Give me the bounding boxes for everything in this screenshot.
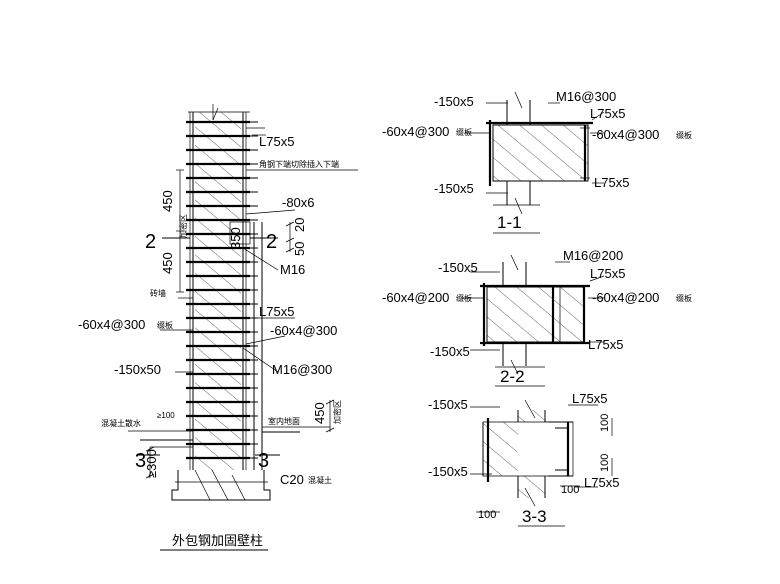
s1-batten-right: -60x4@300 [592, 127, 659, 142]
s2-bolt: M16@200 [563, 248, 623, 263]
label-bolt-m16: M16 [280, 262, 305, 277]
label-dim-350: 350 [228, 227, 243, 249]
s2-batten-right: -60x4@200 [592, 290, 659, 305]
label-dim-450-a: 450 [160, 190, 175, 212]
s3-dim-100-d: 100 [478, 509, 496, 521]
label-dim-450-b: 450 [160, 252, 175, 274]
foundation-outline [171, 470, 271, 501]
s2-angle-top: L75x5 [590, 266, 625, 281]
s1-batten-left: -60x4@300 [382, 124, 449, 139]
label-tag-c: 加密区 [332, 400, 342, 424]
label-dim-50: 50 [292, 242, 307, 256]
batten-bars [186, 120, 258, 460]
drawing-title: 外包钢加固壁柱 [172, 533, 263, 548]
label-dim-ge100: ≥100 [157, 411, 175, 420]
label-c20: C20 [280, 472, 304, 487]
s1-batten-right-tag: 缀板 [676, 130, 692, 140]
s3-dim-100-c: 100 [561, 484, 579, 496]
label-dim-20: 20 [292, 218, 307, 232]
s2-angle-bottom: L75x5 [588, 337, 623, 352]
s2-batten-right-tag: 缀板 [676, 293, 692, 303]
s3-dim-100-a: 100 [599, 414, 611, 432]
s1-plate-bottom: -150x5 [434, 181, 474, 196]
s1-title: 1-1 [497, 213, 522, 232]
section-1-1 [465, 91, 605, 234]
label-dim-ge300: ≥300 [144, 449, 159, 478]
s3-plate-bottom: -150x5 [428, 464, 468, 479]
label-tag-a: 加密区 [178, 214, 188, 238]
label-batten-left: -60x4@300 [78, 317, 145, 332]
label-batten-left-tag: 缀板 [157, 320, 173, 330]
s3-plate-top: -150x5 [428, 397, 468, 412]
column-elevation [128, 104, 358, 551]
s3-angle-top: L75x5 [572, 391, 607, 406]
s3-angle-bottom: L75x5 [584, 475, 619, 490]
section-3-3 [470, 399, 613, 527]
s3-title: 3-3 [522, 507, 547, 526]
label-bolt-m16-300: M16@300 [272, 362, 332, 377]
s1-bolt: M16@300 [556, 89, 616, 104]
s1-plate-top: -150x5 [434, 94, 474, 109]
label-batten-right: -60x4@300 [270, 323, 337, 338]
section-mark-3-left: 3 [135, 450, 146, 472]
section-mark-3-right: 3 [258, 450, 269, 472]
label-dim-450-c: 450 [312, 402, 327, 424]
label-plate-80x6: -80x6 [282, 195, 315, 210]
label-angle-mid: L75x5 [259, 304, 294, 319]
section-mark-2-right: 2 [266, 231, 277, 253]
s3-dim-100-b: 100 [599, 454, 611, 472]
label-angle-top: L75x5 [259, 134, 294, 149]
s2-plate-bottom: -150x5 [430, 344, 470, 359]
label-indoor-ground: 室内地面 [268, 416, 300, 426]
label-plate-150x50: -150x50 [114, 362, 161, 377]
label-c20-tag: 混凝土 [308, 475, 332, 485]
s2-batten-left: -60x4@200 [382, 290, 449, 305]
s2-plate-top: -150x5 [438, 260, 478, 275]
section-2-2 [462, 254, 605, 387]
s2-title: 2-2 [500, 367, 525, 386]
s2-batten-left-tag: 缀板 [456, 293, 472, 303]
label-brick-wall: 砖墙 [150, 288, 166, 298]
s1-angle-top: L75x5 [590, 106, 625, 121]
s1-angle-bottom: L75x5 [594, 175, 629, 190]
section-mark-2-left: 2 [145, 231, 156, 253]
label-angle-note: 角钢下端切除插入下端 [259, 159, 339, 169]
label-concrete-dispersal: 混凝土散水 [101, 418, 141, 428]
s1-batten-left-tag: 缀板 [456, 127, 472, 137]
